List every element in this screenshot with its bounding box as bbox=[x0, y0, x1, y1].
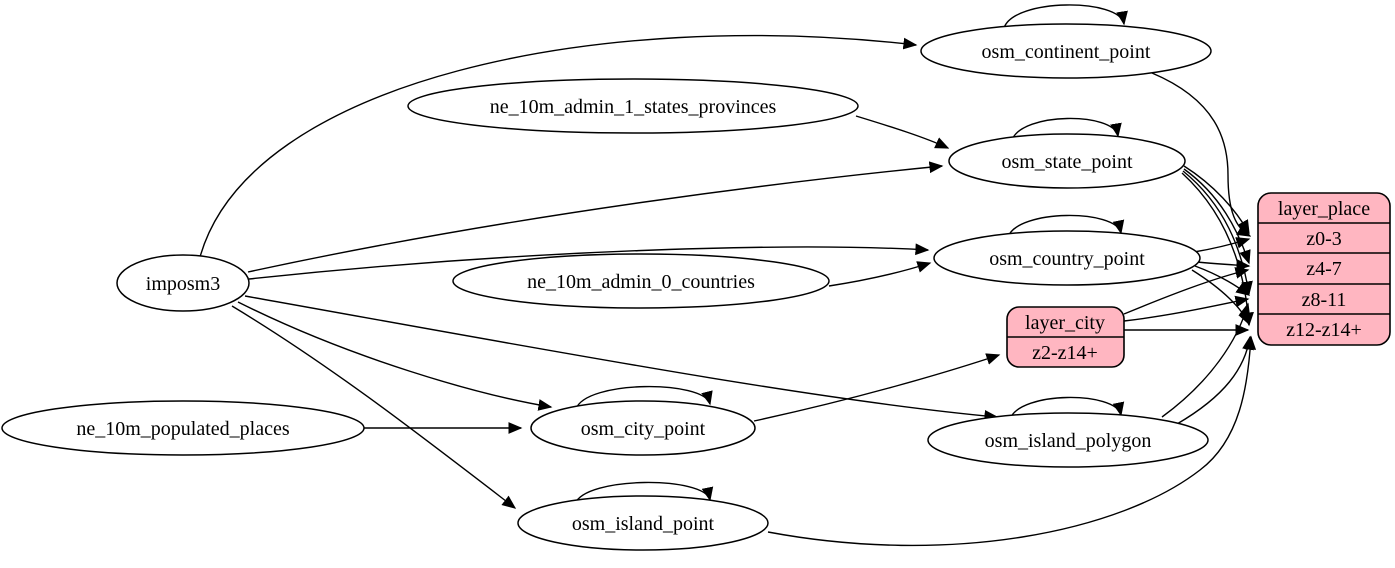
node-ne-populated-shape bbox=[1, 400, 365, 456]
node-island-polygon-label: osm_island_polygon bbox=[985, 430, 1152, 452]
node-state-label: osm_state_point bbox=[1001, 151, 1133, 173]
node-osm-island-point: osm_island_point bbox=[517, 495, 769, 551]
node-osm-continent-point: osm_continent_point bbox=[920, 23, 1212, 79]
edge-imposm3-osm-island-polygon bbox=[244, 295, 999, 422]
node-osm-country-point: osm_country_point bbox=[933, 230, 1201, 286]
table-layer-place-row-z0-3: z0-3 bbox=[1306, 228, 1342, 250]
node-island-point-label: osm_island_point bbox=[572, 513, 715, 535]
selfloop-osm-island-polygon bbox=[1009, 396, 1125, 420]
edge-islandpolygon-layerplace-z8-11 bbox=[1161, 302, 1251, 418]
selfloop-osm-island-point bbox=[574, 481, 714, 505]
node-city-shape bbox=[530, 400, 756, 456]
edge-continent-layerplace-z0-3 bbox=[1151, 72, 1252, 237]
table-layer-place-row-z12-z14: z12-z14+ bbox=[1286, 319, 1362, 341]
edge-state-layerplace-z0-3 bbox=[1183, 165, 1250, 235]
node-ne-states-shape bbox=[407, 78, 859, 134]
node-ne-countries-shape bbox=[452, 253, 830, 309]
node-osm-city-point: osm_city_point bbox=[530, 400, 756, 456]
edge-country-layerplace-z0-3 bbox=[1193, 237, 1251, 253]
table-layer-place-row-z4-7: z4-7 bbox=[1306, 258, 1342, 280]
node-country-shape bbox=[933, 230, 1201, 286]
table-layer-city-title: layer_city bbox=[1025, 312, 1105, 334]
table-layer-city: layer_city z2-z14+ bbox=[1006, 306, 1125, 368]
node-city-label: osm_city_point bbox=[581, 418, 706, 440]
node-country-label: osm_country_point bbox=[989, 248, 1145, 270]
selfloop-osm-city-point bbox=[575, 385, 713, 410]
edge-layercity-layerplace-z4-7 bbox=[1123, 267, 1250, 315]
selfloop-osm-state-point bbox=[1011, 117, 1122, 141]
table-layer-city-row-z2-z14: z2-z14+ bbox=[1032, 342, 1098, 364]
selfloop-osm-country-point bbox=[1007, 214, 1125, 238]
node-continent-shape bbox=[920, 23, 1212, 79]
edge-imposm3-osm-continent-point bbox=[199, 34, 918, 258]
node-ne-states-label: ne_10m_admin_1_states_provinces bbox=[490, 96, 777, 118]
node-osm-island-polygon: osm_island_polygon bbox=[927, 412, 1209, 468]
edge-state-layerplace-z8-11 bbox=[1182, 170, 1253, 296]
table-layer-place-title: layer_place bbox=[1278, 198, 1370, 220]
edge-country-layerplace-z12-z14 bbox=[1191, 269, 1250, 326]
table-layer-place-row-z8-11: z8-11 bbox=[1302, 289, 1347, 311]
selfloop-osm-continent-point bbox=[1003, 4, 1128, 29]
node-osm-state-point: osm_state_point bbox=[948, 133, 1186, 189]
table-layer-place-shape bbox=[1257, 192, 1391, 346]
edge-imposm3-osm-island-point bbox=[231, 305, 517, 509]
node-ne-10m-admin-0-countries: ne_10m_admin_0_countries bbox=[452, 253, 830, 309]
node-imposm3-shape bbox=[116, 254, 250, 312]
edge-state-layerplace-z4-7 bbox=[1183, 168, 1251, 265]
edge-citypoint-layercity bbox=[753, 353, 1001, 422]
edge-imposm3-osm-state-point bbox=[247, 161, 944, 273]
node-ne-populated-label: ne_10m_populated_places bbox=[76, 418, 289, 440]
node-ne-10m-admin-1-states-provinces: ne_10m_admin_1_states_provinces bbox=[407, 78, 859, 134]
table-layer-place: layer_place z0-3 z4-7 z8-11 z12-z14+ bbox=[1257, 192, 1391, 346]
node-island-point-shape bbox=[517, 495, 769, 551]
node-imposm3: imposm3 bbox=[116, 254, 250, 312]
node-ne-10m-populated-places: ne_10m_populated_places bbox=[1, 400, 365, 456]
edge-ne-countries-osm-country-point bbox=[828, 261, 932, 287]
node-state-shape bbox=[948, 133, 1186, 189]
edge-country-layerplace-z4-7 bbox=[1196, 259, 1251, 271]
edge-islandpoint-layerplace-z12-z14 bbox=[767, 335, 1257, 547]
node-ne-countries-label: ne_10m_admin_0_countries bbox=[527, 271, 755, 293]
edge-layercity-layerplace-z8-11 bbox=[1123, 295, 1250, 322]
edge-country-layerplace-z8-11 bbox=[1194, 265, 1251, 296]
edge-imposm3-osm-city-point bbox=[237, 301, 553, 411]
edge-imposm3-osm-country-point bbox=[248, 243, 930, 280]
node-continent-label: osm_continent_point bbox=[982, 41, 1151, 63]
edge-ne-states-osm-state-point bbox=[855, 115, 950, 149]
node-imposm3-label: imposm3 bbox=[146, 273, 220, 295]
edges-group bbox=[199, 4, 1257, 547]
node-island-polygon-shape bbox=[927, 412, 1209, 468]
